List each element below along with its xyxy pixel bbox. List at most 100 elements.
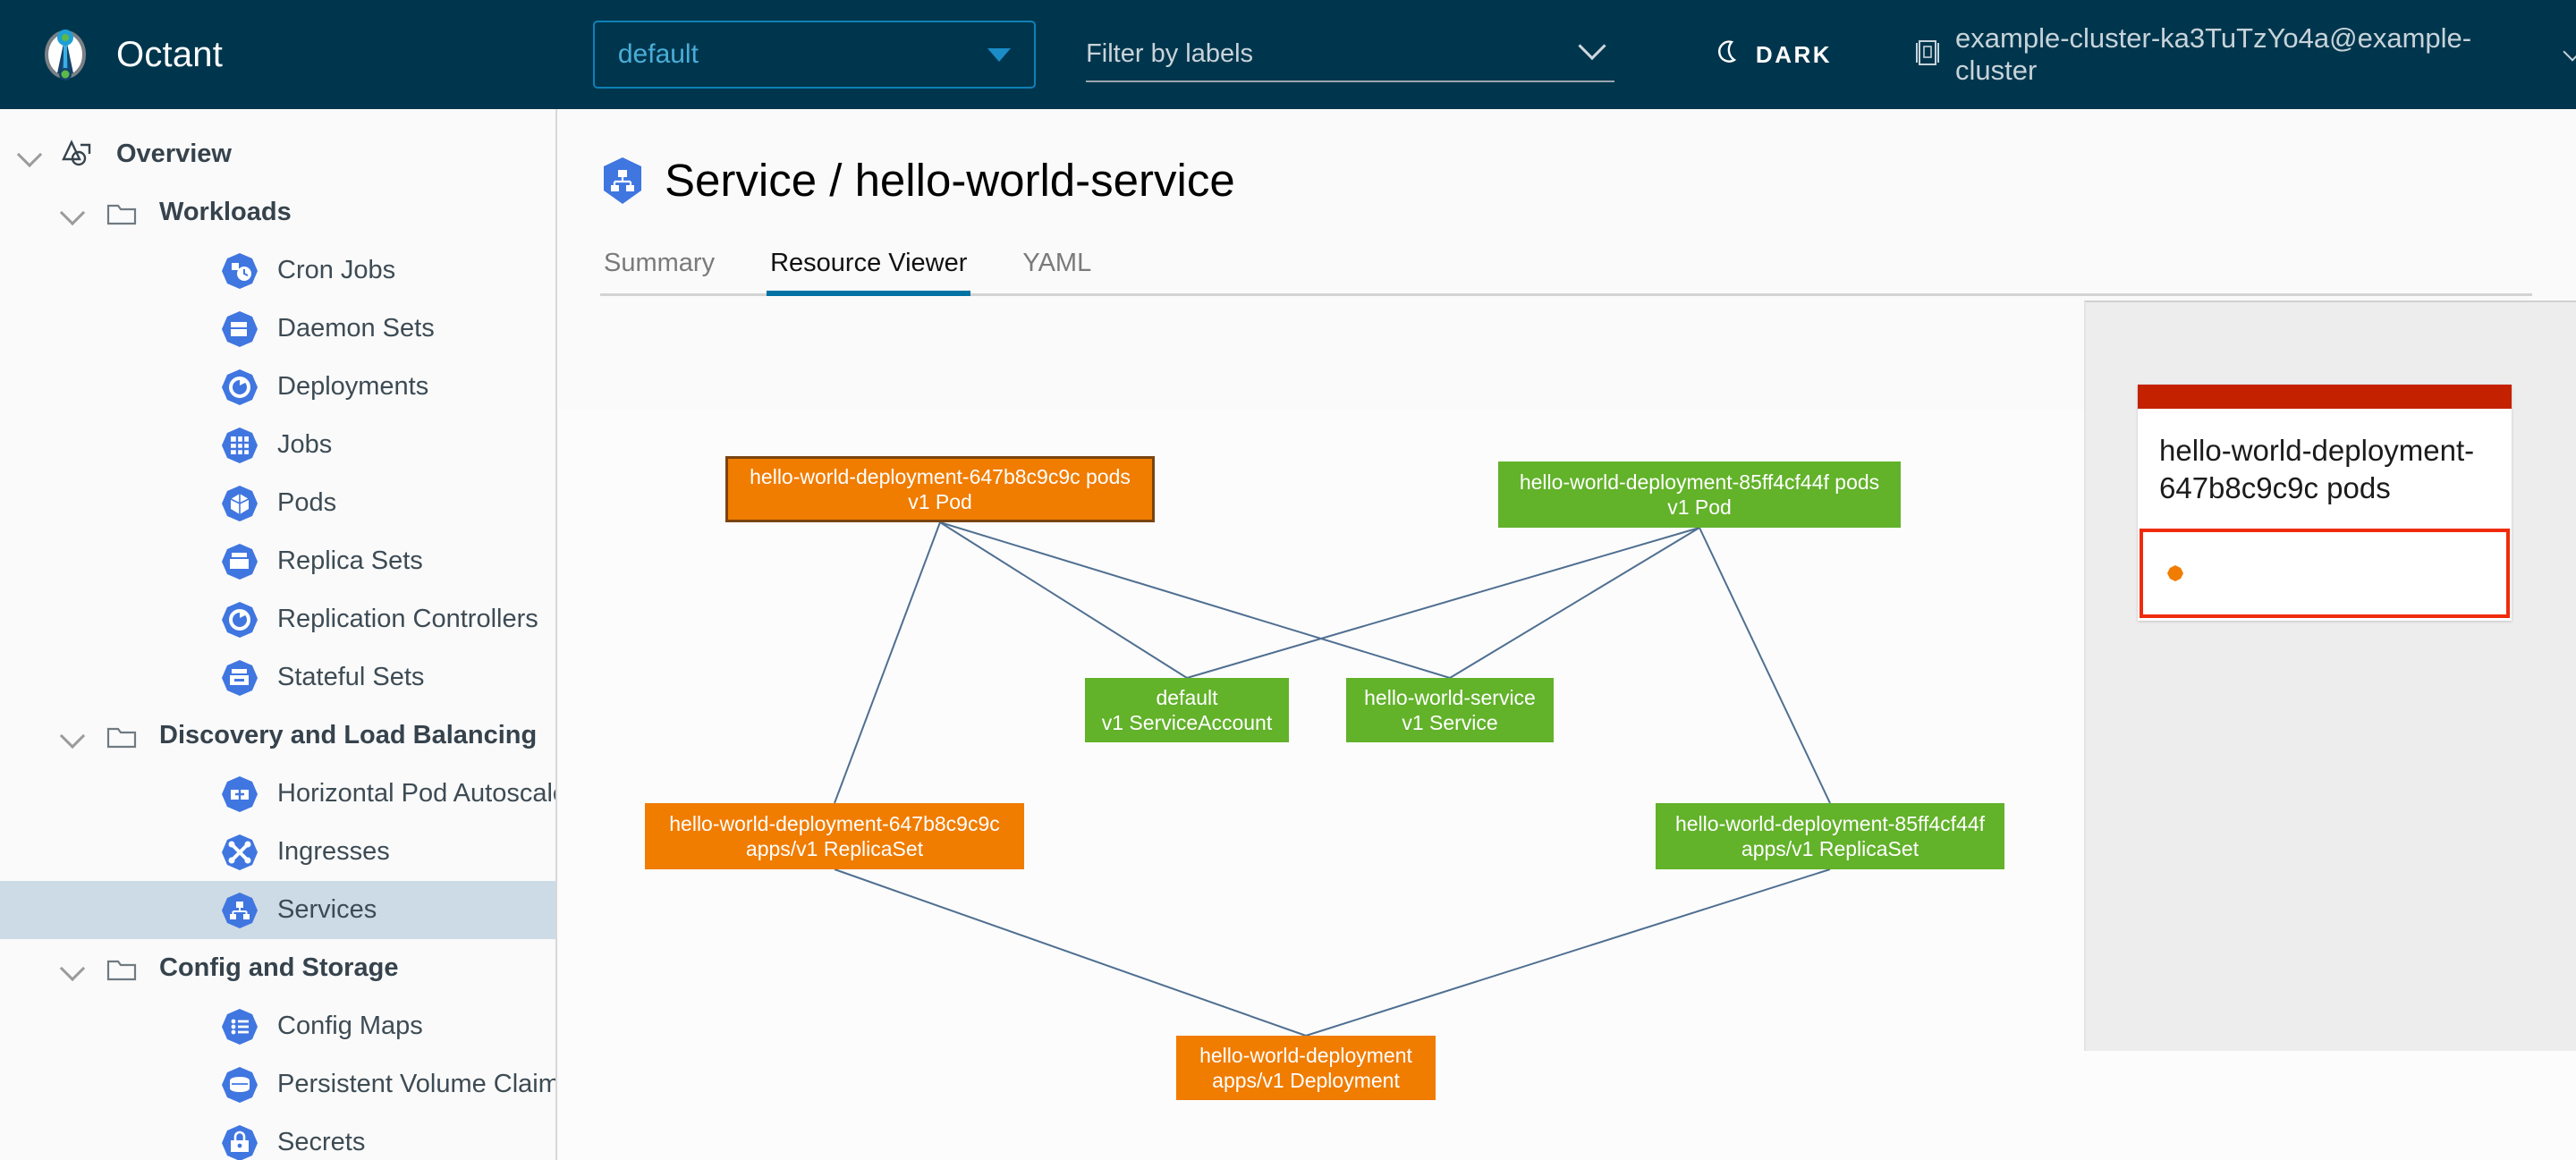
labels-filter[interactable] <box>1086 27 1614 82</box>
chevron-down-icon[interactable] <box>43 955 102 981</box>
graph-node-name: default <box>1156 685 1218 709</box>
sidebar-item-services[interactable]: Services <box>0 881 555 939</box>
sidebar-item-label: Config and Storage <box>159 953 399 982</box>
app-header: Octant default DARK example-cluster-ka3T… <box>0 0 2576 109</box>
sidebar-item-label: Persistent Volume Claims <box>277 1070 557 1098</box>
config-map-icon <box>220 1007 259 1046</box>
sidebar-item-label: Services <box>277 895 377 924</box>
stateful-set-icon <box>220 658 259 698</box>
graph-edge <box>1186 527 1700 679</box>
job-icon <box>220 426 259 465</box>
folder-icon <box>102 193 141 233</box>
dark-mode-label: DARK <box>1755 40 1833 68</box>
sidebar-item-secrets[interactable]: Secrets <box>0 1113 555 1160</box>
sidebar-item-discovery-and-load-balancing[interactable]: Discovery and Load Balancing <box>0 707 555 765</box>
graph-node-kind: v1 ServiceAccount <box>1101 711 1273 734</box>
sidebar-item-ingresses[interactable]: Ingresses <box>0 823 555 881</box>
sidebar-item-config-and-storage[interactable]: Config and Storage <box>0 939 555 997</box>
ingress-icon <box>220 833 259 872</box>
cluster-icon <box>1914 38 1941 72</box>
graph-node-name: hello-world-service <box>1364 685 1536 709</box>
graph-edges <box>834 521 1831 1037</box>
service-icon <box>220 891 259 930</box>
replica-set-icon <box>220 542 259 581</box>
sidebar-item-pods[interactable]: Pods <box>0 474 555 532</box>
sidebar-item-label: Overview <box>116 140 232 168</box>
graph-edge <box>834 521 941 804</box>
sidebar-item-replication-controllers[interactable]: Replication Controllers <box>0 590 555 648</box>
status-dot-icon <box>2166 564 2184 582</box>
tab-bar[interactable]: Summary Resource Viewer YAML <box>600 241 2532 296</box>
sidebar-item-label: Config Maps <box>277 1012 423 1040</box>
pvc-icon <box>220 1065 259 1105</box>
graph-edge <box>1305 868 1831 1037</box>
detail-card-status-row <box>2140 529 2510 619</box>
tab-summary[interactable]: Summary <box>604 249 716 277</box>
moon-icon <box>1713 38 1743 72</box>
graph-node-name: hello-world-deployment <box>1199 1043 1412 1067</box>
chevron-down-icon[interactable] <box>0 141 59 167</box>
graph-edge <box>1699 527 1831 804</box>
sidebar-item-label: Horizontal Pod Autoscalers <box>277 779 555 808</box>
sidebar-item-persistent-volume-claims[interactable]: Persistent Volume Claims <box>0 1055 555 1113</box>
sidebar-item-overview[interactable]: Overview <box>0 125 555 183</box>
daemon-set-icon <box>220 309 259 349</box>
dark-mode-toggle[interactable]: DARK <box>1713 38 1832 72</box>
sidebar-item-horizontal-pod-autoscalers[interactable]: Horizontal Pod Autoscalers <box>0 765 555 823</box>
detail-card-title: hello-world-deployment-647b8c9c9c pods <box>2159 434 2475 505</box>
hpa-icon <box>220 775 259 814</box>
graph-node-name: hello-world-deployment-85ff4cf44f pods <box>1519 470 1880 494</box>
graph-node-kind: apps/v1 ReplicaSet <box>1741 837 1919 860</box>
sidebar-item-label: Secrets <box>277 1128 366 1156</box>
sidebar-item-replica-sets[interactable]: Replica Sets <box>0 532 555 590</box>
detail-card[interactable]: hello-world-deployment-647b8c9c9c pods <box>2138 385 2512 622</box>
tab-yaml[interactable]: YAML <box>1022 249 1092 277</box>
cluster-select[interactable]: example-cluster-ka3TuTzYo4a@example-clus… <box>1914 22 2576 87</box>
detail-panel: hello-world-deployment-647b8c9c9c pods <box>2084 301 2576 1051</box>
sidebar-item-config-maps[interactable]: Config Maps <box>0 997 555 1055</box>
sidebar-item-label: Jobs <box>277 430 333 459</box>
tab-resource-viewer[interactable]: Resource Viewer <box>767 249 971 296</box>
graph-node-kind: v1 Pod <box>1667 495 1732 519</box>
detail-card-accent-bar <box>2138 385 2512 409</box>
chevron-down-icon[interactable] <box>1578 31 1606 61</box>
graph-node-name: hello-world-deployment-647b8c9c9c <box>669 811 1000 835</box>
octant-logo-icon <box>38 27 93 82</box>
chevron-down-icon[interactable] <box>43 723 102 749</box>
sidebar-item-jobs[interactable]: Jobs <box>0 416 555 474</box>
sidebar-item-stateful-sets[interactable]: Stateful Sets <box>0 648 555 707</box>
replication-controller-icon <box>220 600 259 639</box>
namespace-value: default <box>617 39 699 69</box>
labels-filter-input[interactable] <box>1086 38 1552 69</box>
sidebar-item-cron-jobs[interactable]: Cron Jobs <box>0 241 555 300</box>
graph-node-name: hello-world-deployment-647b8c9c9c pods <box>750 464 1131 488</box>
sidebar-item-daemon-sets[interactable]: Daemon Sets <box>0 300 555 358</box>
graph-edge <box>939 521 1188 679</box>
graph-node-name: hello-world-deployment-85ff4cf44f <box>1674 811 1986 835</box>
brand[interactable]: Octant <box>38 27 566 82</box>
pod-icon <box>220 484 259 523</box>
page-title-text: Service / hello-world-service <box>665 155 1235 206</box>
cluster-label: example-cluster-ka3TuTzYo4a@example-clus… <box>1955 22 2472 86</box>
chevron-down-icon[interactable] <box>43 199 102 225</box>
graph-edge <box>834 868 1307 1037</box>
sidebar-item-label: Discovery and Load Balancing <box>159 721 538 749</box>
service-icon <box>600 157 645 205</box>
graph-node-kind: v1 Service <box>1402 711 1498 734</box>
brand-name: Octant <box>116 34 224 74</box>
graph-edge <box>1449 527 1700 679</box>
sidebar-item-deployments[interactable]: Deployments <box>0 358 555 416</box>
namespace-select[interactable]: default <box>592 21 1037 89</box>
secret-icon <box>220 1123 259 1160</box>
sidebar-item-workloads[interactable]: Workloads <box>0 183 555 241</box>
folder-icon <box>102 949 141 988</box>
sidebar-item-label: Replica Sets <box>277 546 423 575</box>
